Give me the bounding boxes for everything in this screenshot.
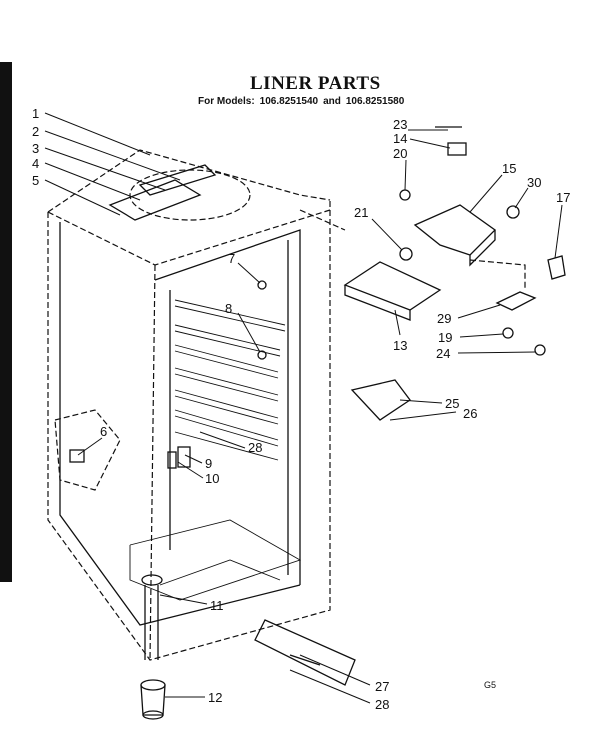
callout-13: 13	[393, 338, 407, 353]
callout-15: 15	[502, 161, 516, 176]
callout-2: 2	[32, 124, 39, 139]
models-joiner: and	[323, 96, 341, 107]
callout-25: 25	[445, 396, 459, 411]
callout-leaders	[44, 112, 563, 704]
callout-3: 3	[32, 141, 39, 156]
callout-9: 9	[205, 456, 212, 471]
callout-11: 11	[210, 598, 224, 613]
callout-28-upper: 28	[248, 440, 262, 455]
callout-30: 30	[527, 175, 541, 190]
callout-24: 24	[436, 346, 450, 361]
callout-10: 10	[205, 471, 219, 486]
corner-mark: G5	[484, 680, 496, 690]
model-number-b: 106.8251580	[345, 96, 405, 107]
callout-28-lower: 28	[375, 697, 389, 712]
diagram-title: LINER PARTS	[250, 73, 381, 94]
callout-6: 6	[100, 424, 107, 439]
control-assembly	[299, 126, 566, 421]
callout-7: 7	[228, 251, 235, 266]
callout-29: 29	[437, 311, 451, 326]
callout-20: 20	[393, 146, 407, 161]
callout-14: 14	[393, 131, 407, 146]
callout-19: 19	[438, 330, 452, 345]
callout-12: 12	[208, 690, 222, 705]
callout-23: 23	[393, 117, 407, 132]
callout-17: 17	[556, 190, 570, 205]
model-line: For Models: 106.8251540 and 106.8251580	[198, 96, 409, 107]
scan-edge-bar	[0, 62, 12, 582]
callout-labels: 1 2 3 4 5 6 7 8 9 10 11 12 13 14 15 17 1…	[32, 106, 570, 712]
callout-5: 5	[32, 173, 39, 188]
callout-21: 21	[354, 205, 368, 220]
callout-26: 26	[463, 406, 477, 421]
callout-27: 27	[375, 679, 389, 694]
drain-assembly	[140, 574, 166, 720]
callout-1: 1	[32, 106, 39, 121]
liner-cabinet	[47, 149, 331, 661]
models-prefix: For Models:	[198, 96, 255, 107]
callout-4: 4	[32, 156, 39, 171]
model-number-a: 106.8251540	[259, 96, 319, 107]
callout-8: 8	[225, 301, 232, 316]
bottom-rail	[254, 619, 356, 686]
